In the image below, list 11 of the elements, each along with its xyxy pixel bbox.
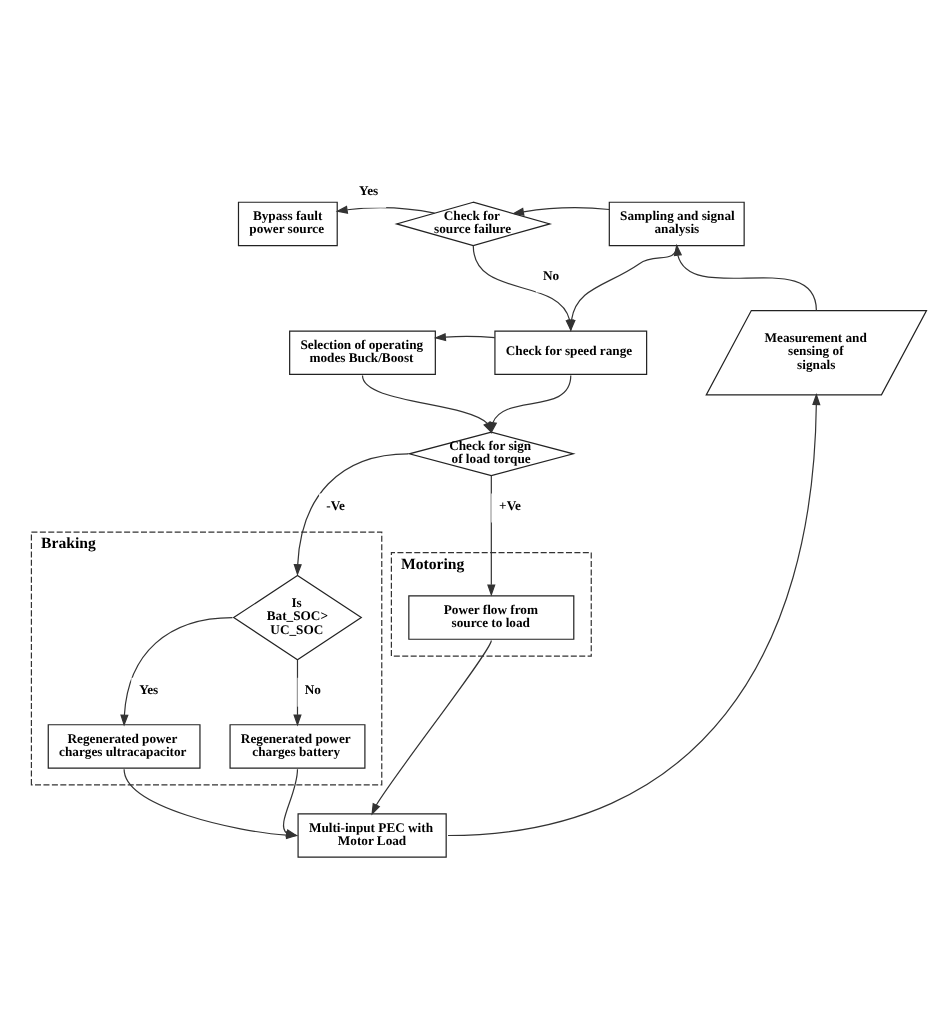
arrow (371, 639, 492, 816)
arrow (433, 332, 496, 342)
arrow (335, 205, 436, 214)
arrow (512, 207, 610, 216)
arrow (293, 659, 302, 727)
arrow (673, 243, 817, 312)
arrow (293, 453, 409, 577)
arrow (447, 393, 821, 837)
arrow (487, 474, 496, 597)
arrow (120, 617, 234, 727)
arrow (488, 375, 572, 434)
